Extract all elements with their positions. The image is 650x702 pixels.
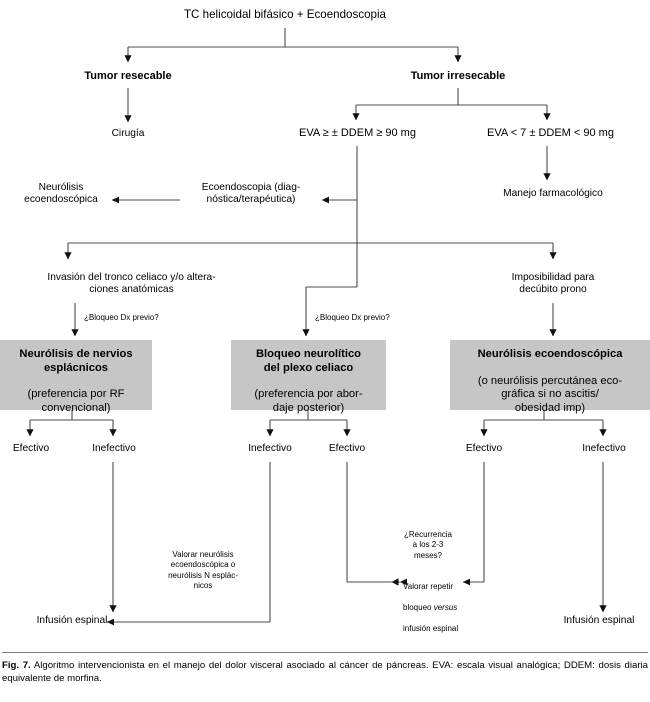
box-bloqueo-neurolitico-plexo-celiaco[interactable]: Bloqueo neurolítico del plexo celiaco (p… [231, 340, 386, 414]
caption-body: Algoritmo intervencionista en el manejo … [2, 660, 648, 684]
node-infusion-espinal-right: Infusión espinal [563, 615, 635, 626]
note-valorar-neurolisis: Valorar neurólisis ecoendoscópica o neur… [168, 550, 238, 591]
node-ecoendoscopia-diagnostica: Ecoendoscopia (diag- nóstica/terapéutica… [201, 182, 301, 206]
label-bloqueo-dx-previo-middle: ¿Bloqueo Dx previo? [315, 313, 390, 322]
label-middle-inefectivo: Inefectivo [248, 443, 292, 454]
node-root: TC helicoidal bifásico + Ecoendoscopia [183, 8, 387, 21]
caption-figure-label: Fig. 7. [2, 660, 31, 671]
box-left-subtext: (preferencia por RF convencional) [27, 388, 125, 414]
caption-rule [2, 652, 648, 653]
label-right-inefectivo: Inefectivo [582, 443, 626, 454]
node-tumor-resecable: Tumor resecable [84, 70, 172, 82]
label-right-efectivo: Efectivo [465, 443, 503, 454]
node-cirugia: Cirugía [111, 128, 145, 139]
box-middle-subtext: (preferencia por abor- daje posterior) [254, 388, 363, 414]
node-tumor-irresecable: Tumor irresecable [410, 70, 506, 82]
note-valorar-repetir-versus: versus [433, 603, 458, 613]
box-right-subtext: (o neurólisis percutánea eco- gráfica si… [477, 375, 623, 414]
node-eva-bajo: EVA < 7 ± DDEM < 90 mg [487, 127, 614, 139]
note-valorar-repetir-line1: Valorar repetir [403, 582, 454, 592]
box-neurolisis-nervios-esplacnicos[interactable]: Neurólisis de nervios esplácnicos (prefe… [0, 340, 152, 414]
box-left-heading: Neurólisis de nervios esplácnicos [19, 348, 133, 374]
node-eva-alto: EVA ≥ ± DDEM ≥ 90 mg [299, 127, 416, 139]
node-imposibilidad-decubito-prono: Imposibilidad para decúbito prono [511, 272, 595, 296]
box-middle-heading: Bloqueo neurolítico del plexo celiaco [255, 348, 362, 374]
note-recurrencia: ¿Recurrencia a los 2-3 meses? [403, 530, 452, 560]
figure-caption: Fig. 7. Algoritmo intervencionista en el… [2, 660, 648, 686]
label-bloqueo-dx-previo-left: ¿Bloqueo Dx previo? [84, 313, 159, 322]
node-infusion-espinal-left: Infusión espinal [36, 615, 108, 626]
box-right-heading: Neurólisis ecoendoscópica [477, 348, 623, 361]
note-valorar-repetir-line2a: bloqueo [403, 603, 434, 613]
node-invasion-tronco-celiaco: Invasión del tronco celiaco y/o altera- … [47, 272, 216, 296]
label-middle-efectivo: Efectivo [328, 443, 366, 454]
label-left-efectivo: Efectivo [12, 443, 50, 454]
note-valorar-repetir: Valorar repetir bloqueo versus infusión … [403, 572, 503, 634]
box-neurolisis-ecoendoscopica[interactable]: Neurólisis ecoendoscópica (o neurólisis … [450, 340, 650, 414]
label-left-inefectivo: Inefectivo [92, 443, 136, 454]
node-manejo-farmacologico: Manejo farmacológico [503, 188, 603, 199]
node-neurolisis-ecoendoscopica: Neurólisis ecoendoscópica [24, 182, 98, 206]
note-valorar-repetir-line3: infusión espinal [403, 623, 459, 633]
